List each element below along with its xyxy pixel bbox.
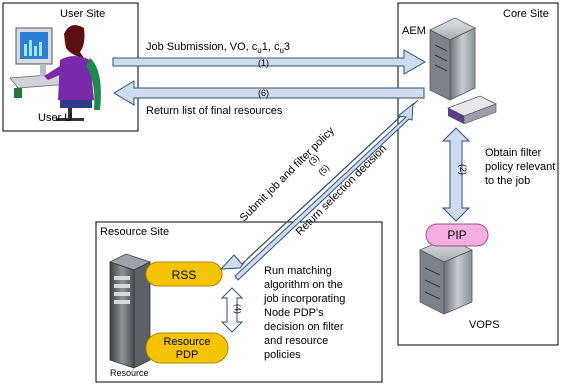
aem-server-icon	[429, 17, 497, 125]
resource-server-icon	[108, 253, 152, 369]
core-site-title: Core Site	[503, 8, 549, 20]
matching-note-line7: policies	[264, 349, 301, 361]
resource-label: Resource	[110, 368, 149, 378]
matching-note-line5: decision on filter	[264, 321, 344, 333]
arrow-1-label: Job Submission, VO, cu1, cu3	[146, 41, 290, 55]
matching-note-line1: Run matching	[264, 265, 332, 277]
arrow-5-step: (5)	[316, 163, 331, 178]
matching-note-line3: job incorporating	[263, 293, 345, 305]
pip-label: PIP	[447, 228, 466, 242]
arrow-2-label-line3: to the job	[485, 175, 530, 187]
matching-note-line6: and resource	[264, 335, 328, 347]
arrow-2-step: (2)	[458, 164, 468, 175]
user-icon	[9, 25, 101, 121]
arrow-5-return-decision	[234, 102, 414, 281]
arrow-6-return-resources	[113, 80, 425, 106]
resource-pdp-label-line2: PDP	[176, 349, 199, 361]
arrow-2-obtain-policy	[441, 127, 471, 222]
pip-component	[425, 223, 489, 247]
rss-label: RSS	[172, 268, 197, 282]
arrow-6-label: Return list of final resources	[146, 105, 283, 117]
vops-label: VOPS	[469, 319, 500, 331]
arrow-2-label-line1: Obtain filter	[485, 147, 542, 159]
aem-label: AEM	[402, 25, 426, 37]
arrow-4-rss-pdp	[220, 287, 244, 333]
arrow-6-step: (6)	[258, 88, 269, 98]
vops-server-icon	[419, 237, 473, 315]
arrow-3-submit-job	[219, 99, 419, 270]
arrow-1-job-submission	[112, 49, 427, 75]
user-label: User U	[38, 112, 72, 124]
arrow-1-step: (1)	[258, 58, 269, 68]
rss-component	[145, 261, 223, 287]
arrow-4-step: (4)	[233, 304, 242, 314]
matching-note-line2: algorithm on the	[264, 279, 343, 291]
matching-note-line4: Node PDP's	[264, 307, 324, 319]
resource-site-title: Resource Site	[100, 226, 169, 238]
resource-pdp-component	[145, 332, 229, 364]
arrow-2-label-line2: policy relevant	[485, 161, 555, 173]
user-site-title: User Site	[60, 8, 105, 20]
resource-pdp-label-line1: Resource	[163, 336, 210, 348]
